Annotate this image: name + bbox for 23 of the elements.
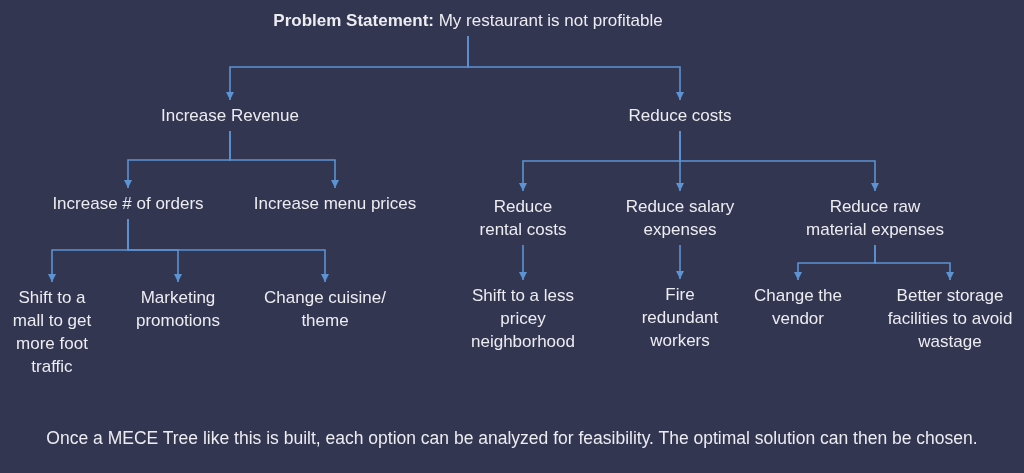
tree-node-text: Increase menu prices (253, 188, 417, 219)
connector-arrow (127, 218, 329, 283)
tree-node-text: Reduce rental costs (474, 191, 572, 245)
tree-node-text: Reduce costs (628, 100, 732, 131)
problem-statement: Problem Statement: My restaurant is not profitable (273, 5, 663, 36)
tree-node-text: Change cuisine/ theme (258, 282, 392, 336)
tree-node-text: Change the vendor (745, 280, 851, 334)
connector-arrow (676, 244, 684, 280)
tree-node-text: Shift to a less pricey neighborhood (461, 280, 585, 357)
tree-node-text: Fire redundant workers (633, 279, 727, 356)
connector-arrow (679, 130, 879, 192)
tree-node-text: Marketing promotions (123, 282, 233, 336)
connector-arrow (874, 244, 954, 281)
tree-node-text: Increase Revenue (161, 100, 299, 131)
caption: Once a MECE Tree like this is built, each option can be analyzed for feasibility. The optimal solution can then be chosen. (46, 427, 978, 450)
tree-node-text: Reduce raw material expenses (800, 191, 950, 245)
tree-node-text: Shift to a mall to get more foot traffic (5, 282, 99, 382)
tree-node-text: Reduce salary expenses (617, 191, 743, 245)
tree-node-text: Better storage facilities to avoid wastage (879, 280, 1021, 357)
connector-arrow (467, 35, 684, 101)
connector-arrow (229, 130, 339, 189)
connector-arrow (519, 244, 527, 281)
tree-node-text: Increase # of orders (52, 188, 204, 219)
